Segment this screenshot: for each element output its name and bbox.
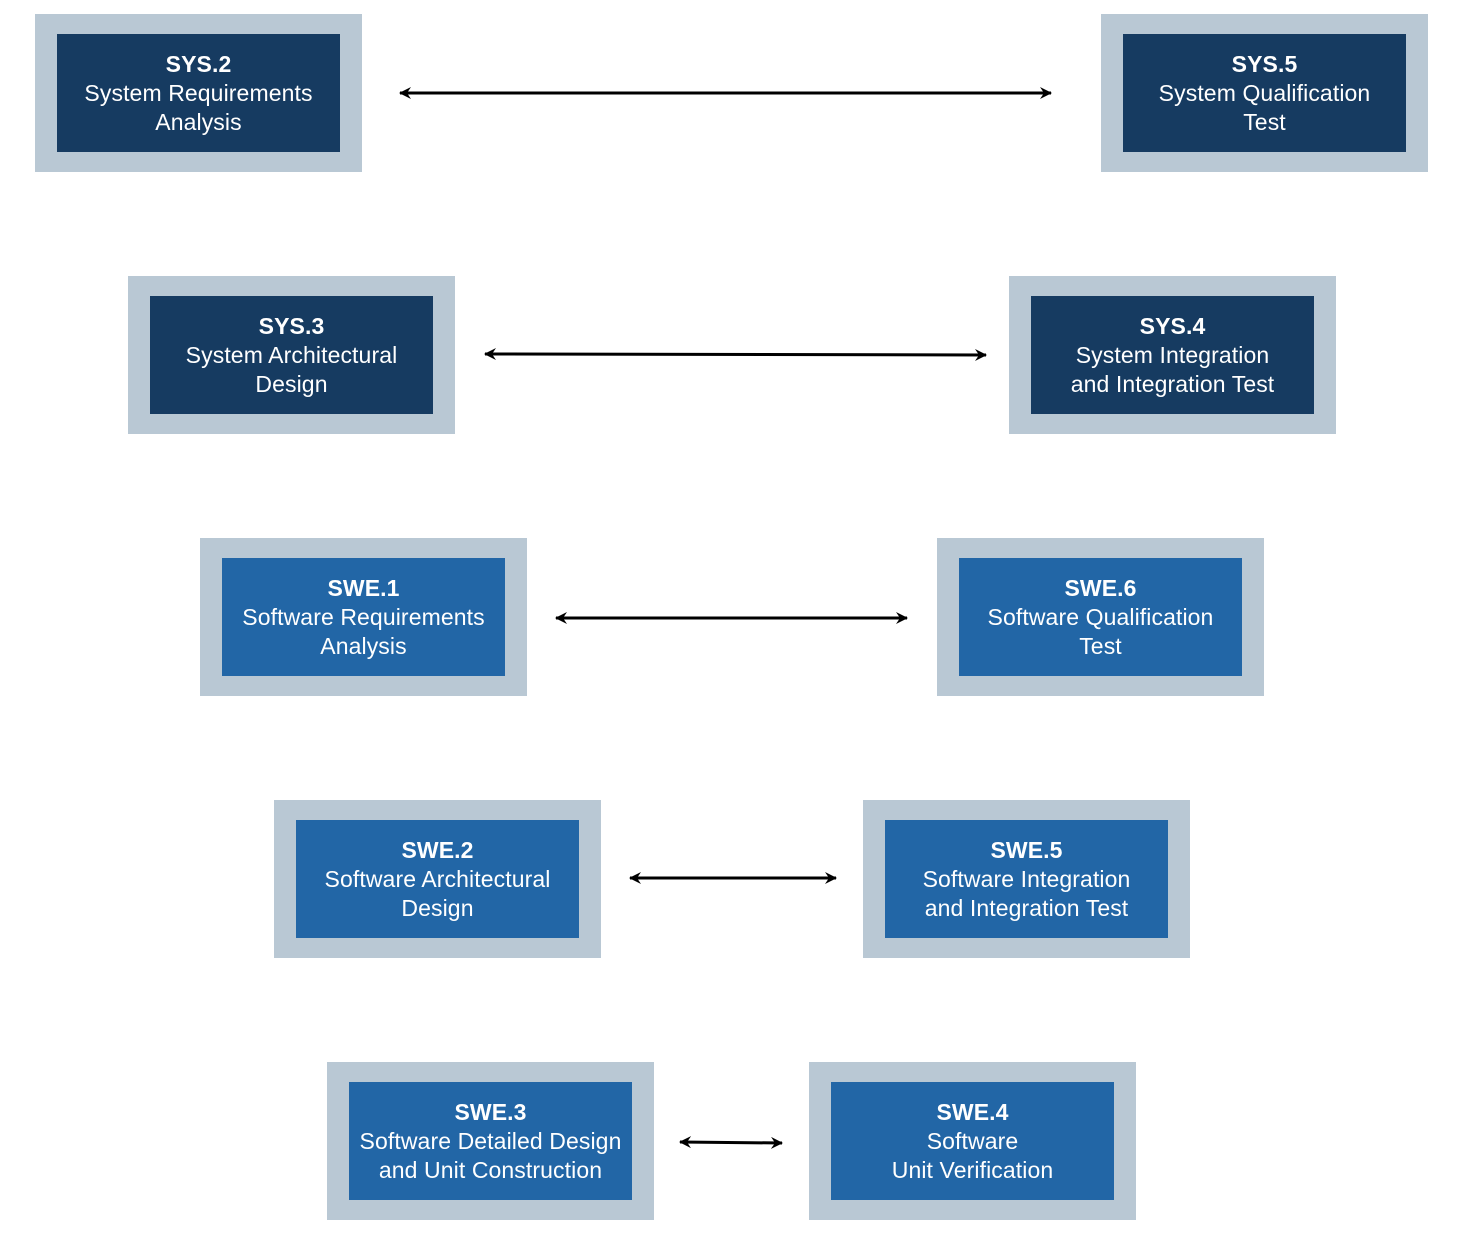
process-title-line: and Unit Construction: [378, 1156, 603, 1183]
process-title-line: System Architectural: [185, 341, 398, 368]
process-title-line: Software Requirements: [242, 603, 485, 630]
process-code: SYS.4: [1139, 312, 1206, 339]
process-frame-swe6: SWE.6 Software Qualification Test: [937, 538, 1264, 696]
process-title-line: Software Integration: [922, 865, 1131, 892]
process-code: SYS.5: [1231, 50, 1298, 77]
process-box-sys2: SYS.2 System Requirements Analysis: [57, 34, 340, 152]
process-box-swe4: SWE.4 Software Unit Verification: [831, 1082, 1114, 1200]
process-frame-swe2: SWE.2 Software Architectural Design: [274, 800, 601, 958]
process-title-line: System Integration: [1075, 341, 1270, 368]
process-title-line: Analysis: [155, 108, 242, 135]
process-title-line: Software Detailed Design: [359, 1127, 622, 1154]
process-title-line: and Integration Test: [924, 894, 1129, 921]
process-title-line: Test: [1079, 632, 1122, 659]
process-frame-swe5: SWE.5 Software Integration and Integrati…: [863, 800, 1190, 958]
process-title-line: Software Architectural: [324, 865, 551, 892]
process-code: SWE.3: [454, 1098, 527, 1125]
process-title-line: Unit Verification: [891, 1156, 1054, 1183]
arrow-swe3-swe4: [679, 1136, 783, 1149]
process-frame-swe4: SWE.4 Software Unit Verification: [809, 1062, 1136, 1220]
process-title-line: Software Qualification: [987, 603, 1214, 630]
process-code: SWE.4: [936, 1098, 1009, 1125]
process-frame-sys4: SYS.4 System Integration and Integration…: [1009, 276, 1336, 434]
process-box-swe1: SWE.1 Software Requirements Analysis: [222, 558, 505, 676]
process-box-swe2: SWE.2 Software Architectural Design: [296, 820, 579, 938]
process-box-sys5: SYS.5 System Qualification Test: [1123, 34, 1406, 152]
process-frame-swe3: SWE.3 Software Detailed Design and Unit …: [327, 1062, 654, 1220]
process-frame-sys3: SYS.3 System Architectural Design: [128, 276, 455, 434]
process-title-line: and Integration Test: [1070, 370, 1275, 397]
process-box-swe5: SWE.5 Software Integration and Integrati…: [885, 820, 1168, 938]
process-title-line: Design: [401, 894, 474, 921]
process-frame-swe1: SWE.1 Software Requirements Analysis: [200, 538, 527, 696]
process-box-swe3: SWE.3 Software Detailed Design and Unit …: [349, 1082, 632, 1200]
process-title-line: Design: [255, 370, 328, 397]
process-title-line: Software: [926, 1127, 1019, 1154]
process-title-line: System Requirements: [84, 79, 313, 106]
process-code: SYS.3: [258, 312, 325, 339]
process-code: SWE.5: [990, 836, 1063, 863]
process-title-line: System Qualification: [1158, 79, 1371, 106]
process-code: SWE.2: [401, 836, 474, 863]
process-code: SYS.2: [165, 50, 232, 77]
process-frame-sys2: SYS.2 System Requirements Analysis: [35, 14, 362, 172]
process-code: SWE.6: [1064, 574, 1137, 601]
process-box-sys4: SYS.4 System Integration and Integration…: [1031, 296, 1314, 414]
process-code: SWE.1: [327, 574, 400, 601]
process-frame-sys5: SYS.5 System Qualification Test: [1101, 14, 1428, 172]
arrow-sys3-sys4: [484, 348, 987, 361]
process-box-sys3: SYS.3 System Architectural Design: [150, 296, 433, 414]
process-box-swe6: SWE.6 Software Qualification Test: [959, 558, 1242, 676]
process-title-line: Test: [1243, 108, 1286, 135]
process-title-line: Analysis: [320, 632, 407, 659]
